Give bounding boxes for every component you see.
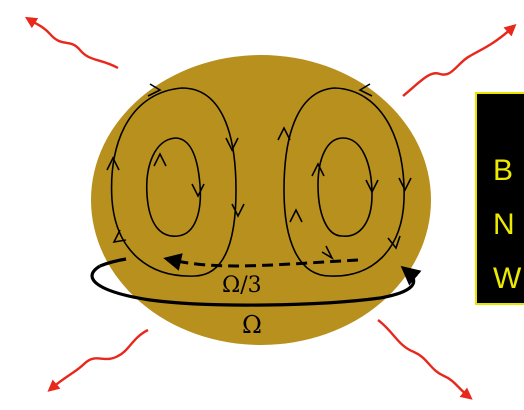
outer-rotation-label: Ω: [242, 311, 262, 339]
inner-rotation-label: Ω/3: [222, 273, 262, 298]
outflow-arrow-top-right: [403, 28, 512, 96]
cropped-label-box: B N W: [475, 92, 524, 305]
outflow-arrow-top-left: [30, 20, 118, 68]
star-sphere: [91, 55, 431, 345]
label-line-1: B: [493, 156, 513, 186]
outflow-arrow-bottom-right: [378, 320, 468, 396]
label-line-2: N: [493, 210, 515, 240]
label-line-3: W: [493, 264, 521, 294]
outflow-arrow-bottom-left: [52, 330, 148, 388]
